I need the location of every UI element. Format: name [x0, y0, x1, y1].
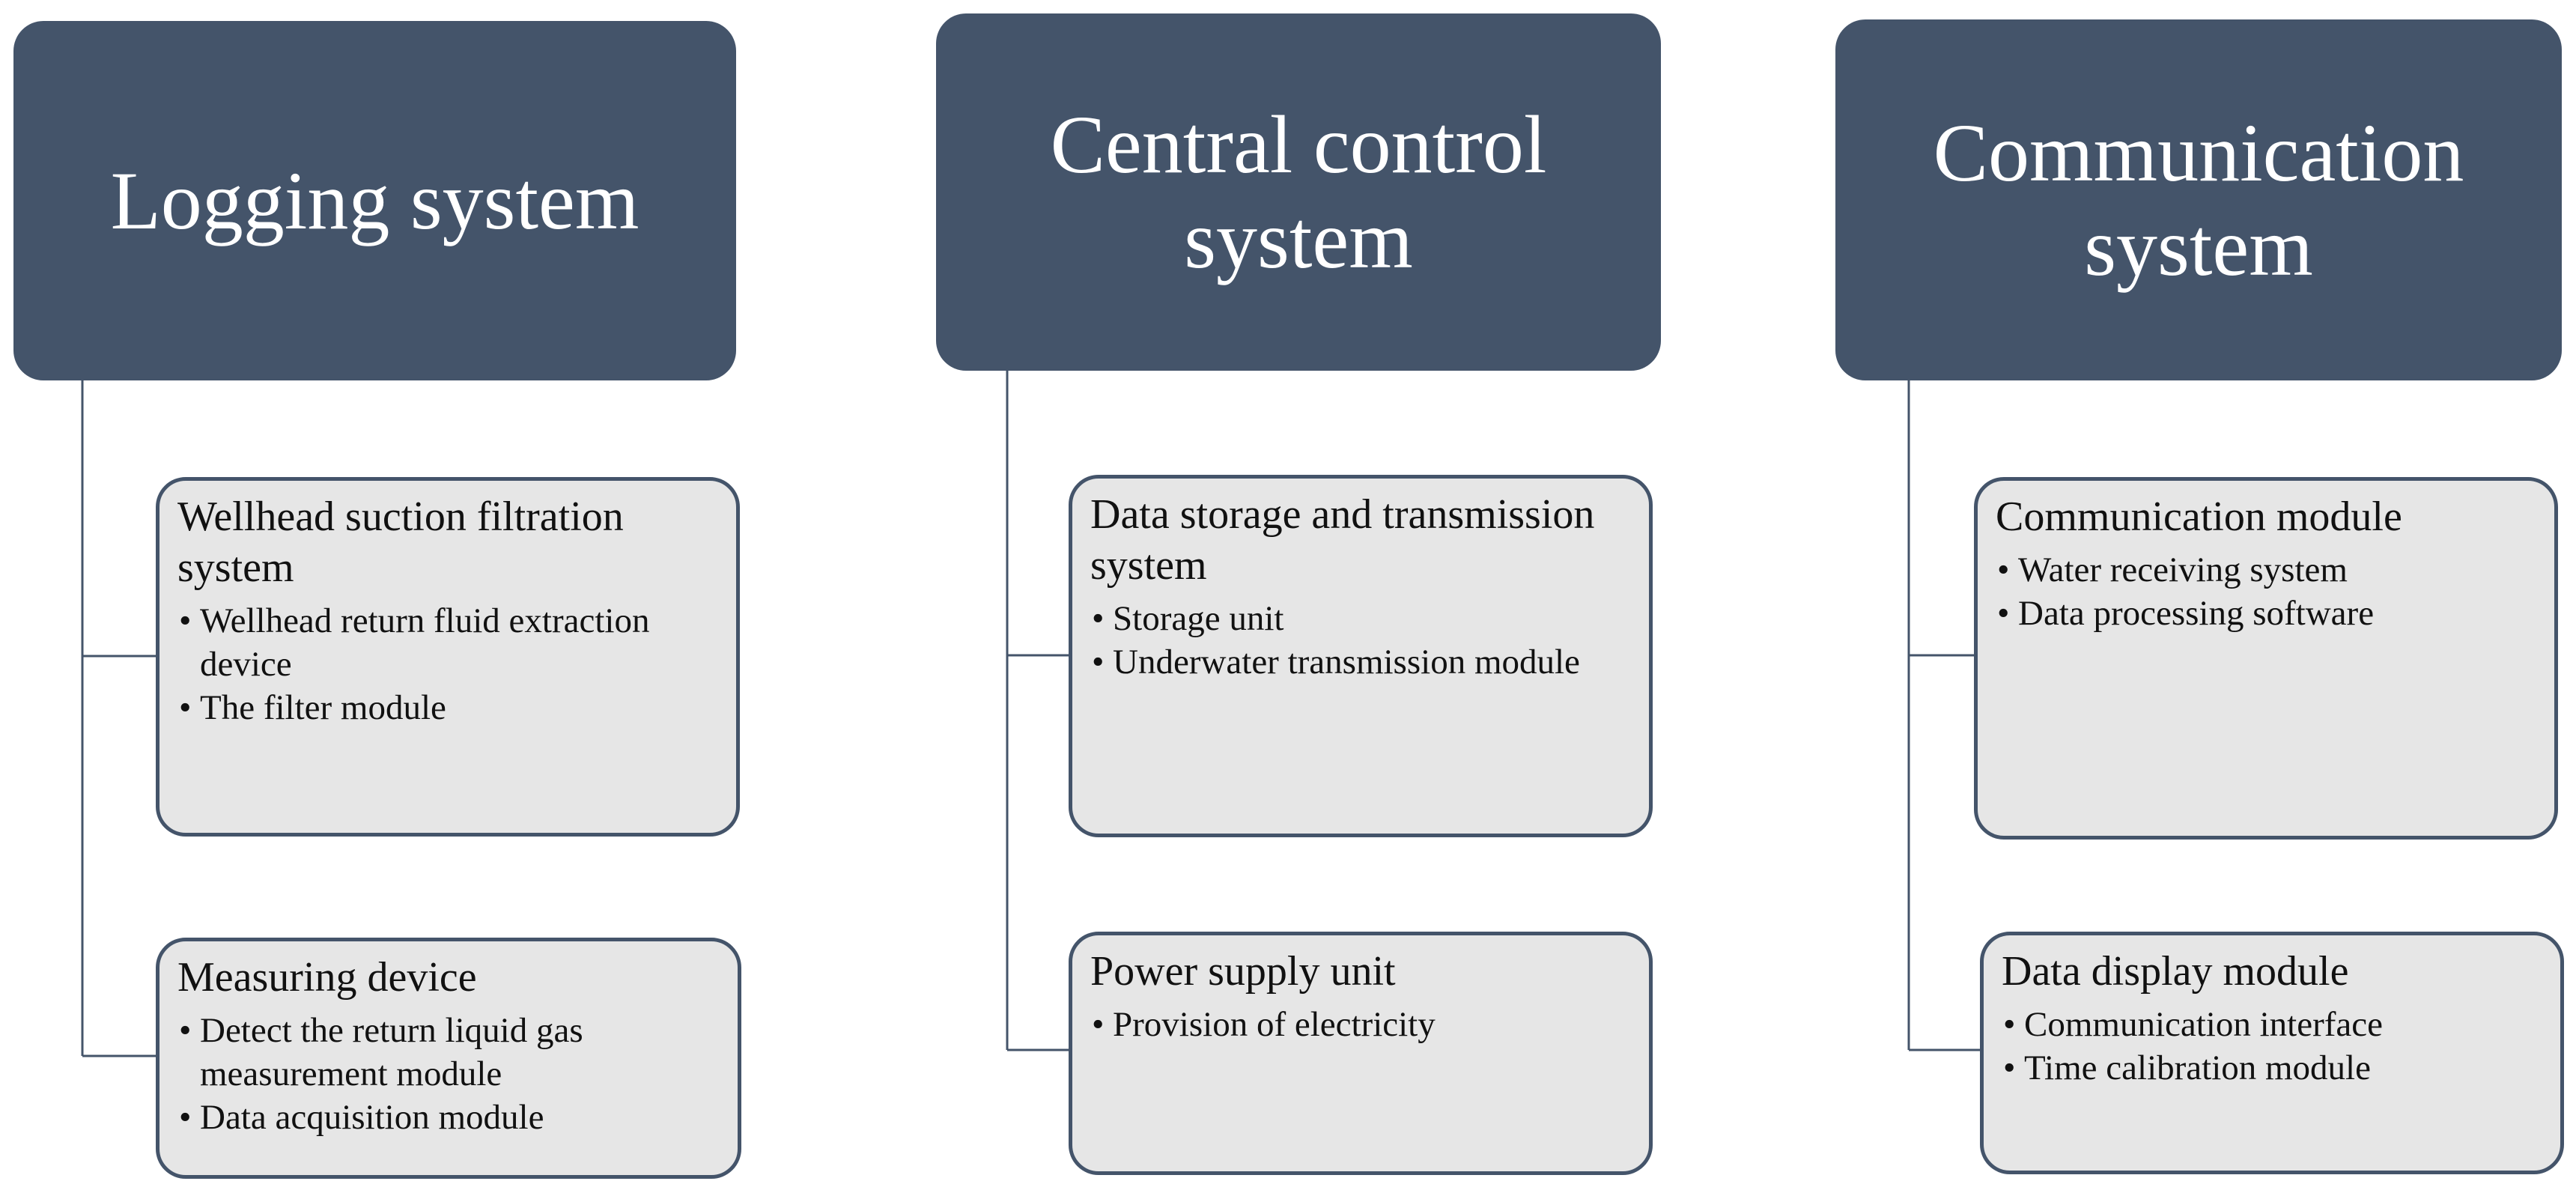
module-title: Measuring device — [177, 954, 477, 1001]
module-data-storage-transmission: Data storage and transmission system Sto… — [1069, 475, 1653, 837]
list-item: Storage unit — [1090, 597, 1631, 640]
list-item: Communication interface — [2002, 1003, 2542, 1046]
header-central-control-system: Central control system — [936, 13, 1661, 371]
list-item: Provision of electricity — [1090, 1003, 1631, 1046]
module-item-list: Storage unit Underwater transmission mod… — [1090, 597, 1631, 684]
module-measuring-device: Measuring device Detect the return liqui… — [156, 938, 741, 1179]
list-item: The filter module — [177, 686, 718, 729]
list-item: Time calibration module — [2002, 1046, 2542, 1090]
module-title: Wellhead suction filtration system — [177, 494, 624, 591]
list-item: Data acquisition module — [177, 1096, 720, 1139]
module-power-supply-unit: Power supply unit Provision of electrici… — [1069, 932, 1653, 1175]
module-item-list: Provision of electricity — [1090, 1003, 1631, 1046]
list-item: Underwater transmission module — [1090, 640, 1631, 684]
header-logging-system: Logging system — [13, 21, 736, 380]
list-item: Detect the return liquid gas measurement… — [177, 1009, 720, 1096]
list-item: Data processing software — [1996, 592, 2536, 635]
module-communication-module: Communication module Water receiving sys… — [1974, 477, 2558, 840]
header-label: Central control system — [1050, 99, 1547, 285]
module-wellhead-suction-filtration: Wellhead suction filtration system Wellh… — [156, 477, 740, 837]
header-communication-system: Communication system — [1835, 19, 2562, 380]
module-title: Data display module — [2002, 948, 2349, 995]
header-label: Logging system — [110, 154, 640, 246]
module-item-list: Communication interface Time calibration… — [2002, 1003, 2542, 1090]
module-item-list: Water receiving system Data processing s… — [1996, 548, 2536, 635]
module-data-display-module: Data display module Communication interf… — [1980, 932, 2564, 1174]
module-title: Power supply unit — [1090, 948, 1396, 995]
list-item: Wellhead return fluid extraction device — [177, 599, 718, 686]
module-title: Communication module — [1996, 494, 2402, 540]
list-item: Water receiving system — [1996, 548, 2536, 592]
header-label: Communication system — [1933, 106, 2464, 294]
module-item-list: Detect the return liquid gas measurement… — [177, 1009, 720, 1139]
module-item-list: Wellhead return fluid extraction device … — [177, 599, 718, 729]
module-title: Data storage and transmission system — [1090, 491, 1595, 589]
